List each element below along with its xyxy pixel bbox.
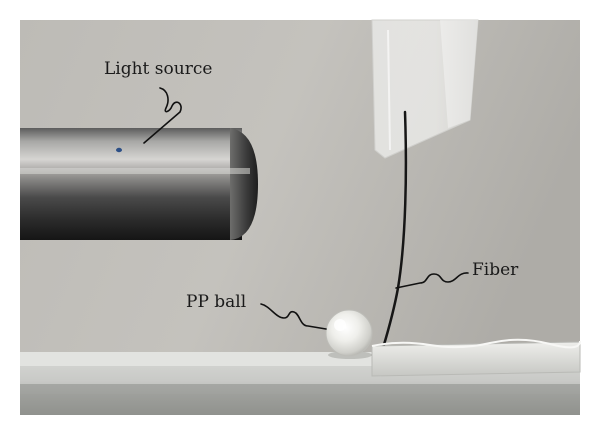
fiber-label: Fiber xyxy=(472,260,519,280)
pp-ball-leader xyxy=(260,303,327,330)
fiber xyxy=(381,110,408,350)
fiber-holder-plate xyxy=(371,19,479,159)
base-slab xyxy=(20,338,581,415)
light-source-leader xyxy=(143,87,182,144)
pp-ball xyxy=(325,309,373,359)
pp-ball-label: PP ball xyxy=(186,292,247,312)
light-source-label: Light source xyxy=(104,59,213,79)
light-source-rod xyxy=(20,128,258,240)
fiber-leader xyxy=(395,272,469,289)
